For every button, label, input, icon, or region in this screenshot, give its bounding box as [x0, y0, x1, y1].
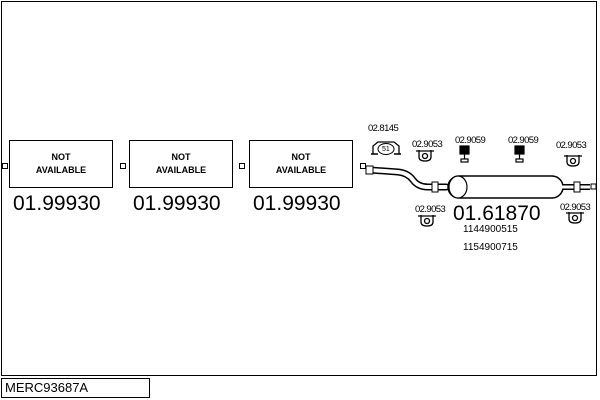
diagram-title: MERC93687A: [1, 378, 150, 398]
clamp-left-upper-label: 02.9053: [412, 139, 443, 150]
rubber-mount-2-label: 02.9059: [508, 135, 539, 146]
section-3-part-number: 01.99930: [253, 192, 341, 215]
clamp-right-upper-label: 02.9053: [556, 140, 587, 151]
bracket-8145-badge: 51: [382, 146, 390, 153]
bracket-8145-icon: [371, 141, 401, 155]
section-2-not-available: NOT AVAILABLE: [129, 140, 233, 188]
clamp-right-lower-label: 02.9053: [560, 202, 591, 213]
rubber-mount-1-label: 02.9059: [455, 135, 486, 146]
section-3-not-available: NOT AVAILABLE: [249, 140, 353, 188]
clamp-icon-left-upper: [416, 150, 434, 162]
bracket-8145-label: 02.8145: [368, 123, 399, 134]
not-available-line1: NOT: [171, 152, 191, 162]
intermediate-pipe-inner: [368, 168, 448, 189]
connector-right: [590, 183, 597, 190]
section-2-part-number: 01.99930: [133, 192, 221, 215]
rubber-mount-icon-2: [514, 145, 525, 163]
not-available-line1: NOT: [291, 152, 311, 162]
not-available-line2: AVAILABLE: [275, 165, 327, 175]
clamp-icon-left-lower: [418, 215, 436, 227]
oe-number-2: 1154900715: [463, 242, 518, 253]
pipe-inlet: [365, 165, 374, 175]
pipe-clamp: [431, 181, 439, 193]
tail-clamp: [573, 181, 581, 193]
main-muffler-end: [448, 175, 468, 199]
rubber-mount-icon-1: [459, 145, 470, 163]
not-available-line2: AVAILABLE: [155, 165, 207, 175]
oe-number-1: 1144900515: [463, 224, 518, 235]
clamp-left-lower-label: 02.9053: [415, 204, 446, 215]
connector-2-3: [239, 163, 245, 169]
clamp-icon-right-lower: [566, 212, 584, 224]
not-available-line2: AVAILABLE: [35, 165, 87, 175]
clamp-icon-right-upper: [564, 155, 582, 167]
main-muffler-part-number: 01.61870: [453, 202, 541, 225]
section-1-part-number: 01.99930: [13, 192, 101, 215]
not-available-line1: NOT: [51, 152, 71, 162]
connector-left: [2, 163, 8, 169]
connector-1-2: [120, 163, 126, 169]
section-1-not-available: NOT AVAILABLE: [9, 140, 113, 188]
